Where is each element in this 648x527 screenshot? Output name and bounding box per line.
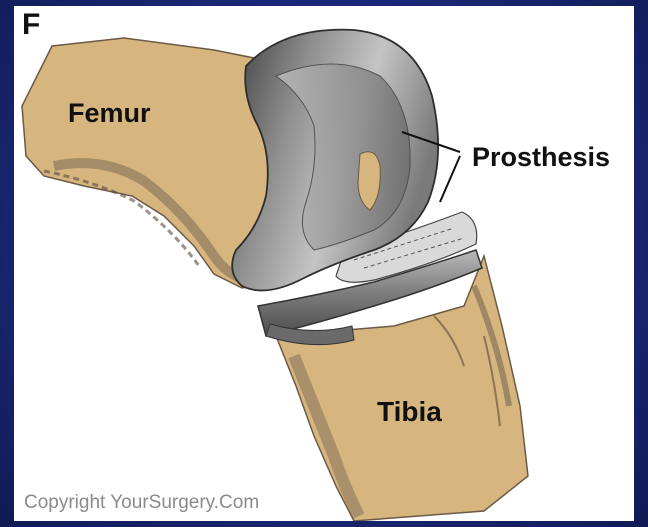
prosthesis-label: Prosthesis: [472, 142, 610, 173]
illustration-panel: F Femur Prosthesis Tibia Copyright YourS…: [14, 6, 634, 521]
panel-letter: F: [22, 8, 40, 42]
knee-illustration: [14, 6, 634, 521]
tibia-label: Tibia: [377, 396, 442, 428]
femur-label: Femur: [68, 98, 151, 129]
copyright-text: Copyright YourSurgery.Com: [24, 492, 259, 514]
